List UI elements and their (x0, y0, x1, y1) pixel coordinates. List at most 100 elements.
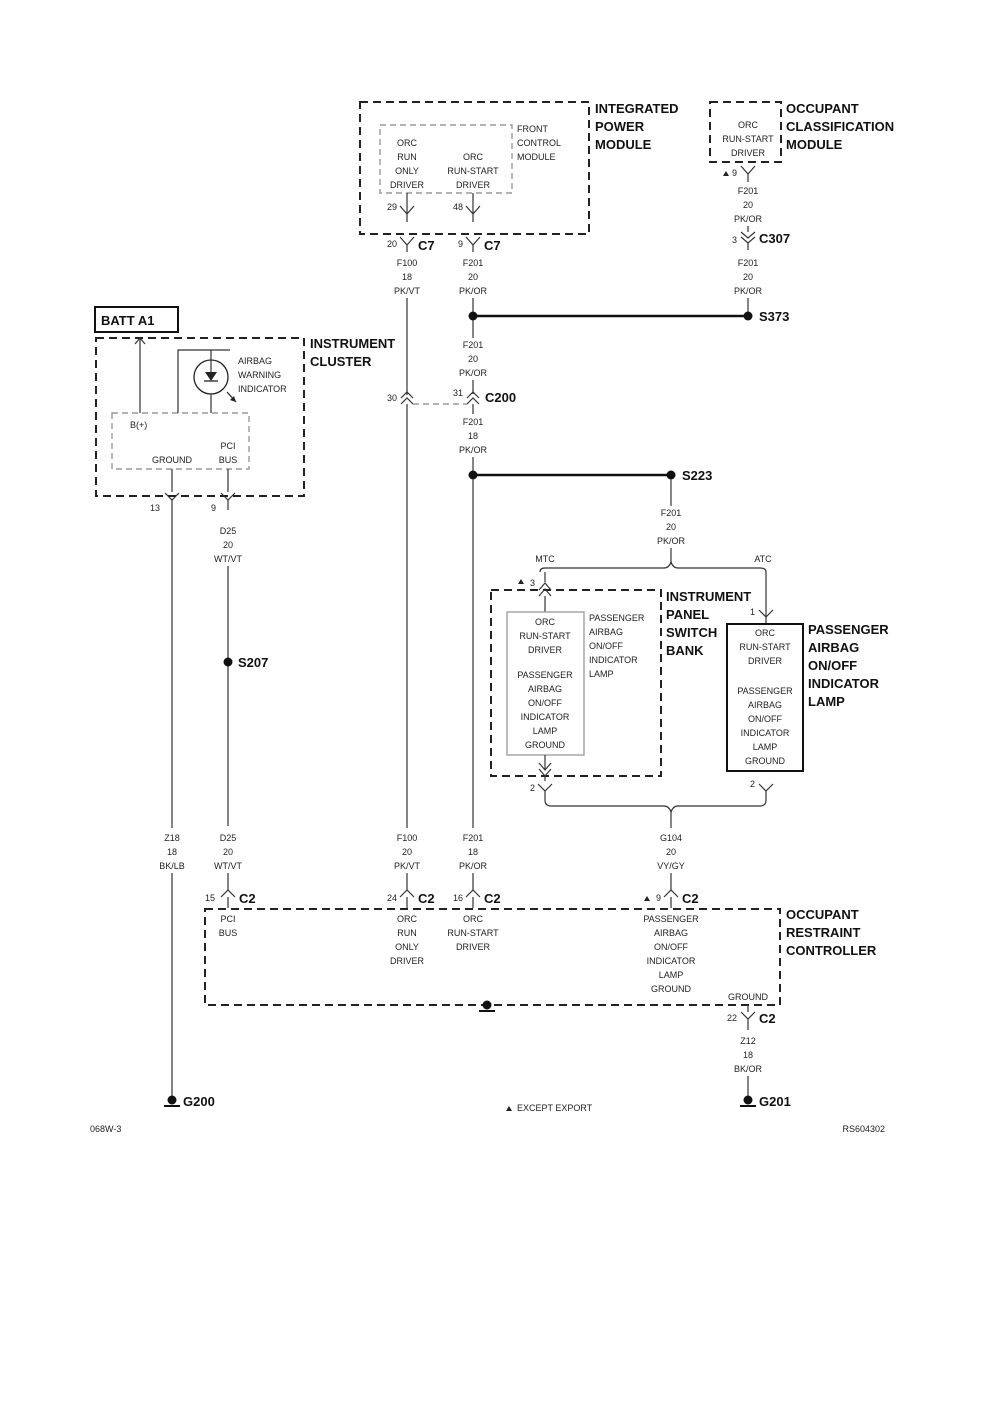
ground-g201-icon (740, 1095, 756, 1107)
pin-ic-13: 13 (150, 503, 160, 513)
c200-connectors: 30 31 C200 (387, 388, 516, 405)
atc-label: ATC (754, 554, 772, 564)
pl-inner-3: DRIVER (748, 656, 783, 666)
orc-lamp-5: LAMP (659, 970, 684, 980)
ocm-driver-2: RUN-START (722, 134, 774, 144)
f201-ocm1-gauge: 20 (743, 200, 753, 210)
ipm-run-only-3: ONLY (395, 166, 419, 176)
pl-inner-5: PASSENGER (737, 686, 793, 696)
f201-bot-code: F201 (463, 833, 484, 843)
g104-merge: G104 20 VY/GY (544, 799, 767, 890)
cluster-pci-1: PCI (220, 441, 235, 451)
f201-mid-code: F201 (463, 340, 484, 350)
d25-top-code: D25 (220, 526, 237, 536)
pin-c200-31: 31 (453, 388, 463, 398)
c2-label-4: C2 (682, 891, 699, 906)
f201-s223-color: PK/OR (657, 536, 686, 546)
orc-pci-2: BUS (219, 928, 238, 938)
pl-inner-1: ORC (755, 628, 776, 638)
sb-name-4: BANK (666, 643, 704, 658)
c200-label: C200 (485, 390, 516, 405)
except-export-marker-icon (723, 171, 729, 176)
except-export-marker-icon (518, 579, 524, 584)
occupant-classification-module: ORC RUN-START DRIVER OCCUPANT CLASSIFICA… (709, 101, 894, 316)
f201-s223-code: F201 (661, 508, 682, 518)
ocm-driver-1: ORC (738, 120, 759, 130)
pin-sb-3: 3 (530, 578, 535, 588)
pin-ocm-9: 9 (732, 168, 737, 178)
f201-c200-color: PK/OR (459, 445, 488, 455)
except-export-note: EXCEPT EXPORT (517, 1103, 593, 1113)
batt-a1: BATT A1 (94, 306, 179, 333)
z18-gauge: 18 (167, 847, 177, 857)
orc-run-start-3: DRIVER (456, 942, 491, 952)
ipm-name-2: POWER (595, 119, 645, 134)
d25-bot-color: WT/VT (214, 861, 242, 871)
orc-lamp-1: PASSENGER (643, 914, 699, 924)
case-ground-icon (479, 1000, 495, 1012)
sb-inner-6: AIRBAG (528, 684, 562, 694)
d25-bot-code: D25 (220, 833, 237, 843)
f201-ocm1-code: F201 (738, 186, 759, 196)
indicator-label-3: INDICATOR (238, 384, 287, 394)
lower-wire-labels: Z18 18 BK/LB D25 20 WT/VT F100 20 PK/VT … (159, 833, 487, 890)
f201-c200: F201 18 PK/OR (459, 404, 488, 475)
ipm-run-only-4: DRIVER (390, 180, 425, 190)
s223-label: S223 (682, 468, 712, 483)
integrated-power-module: INTEGRATED POWER MODULE FRONT CONTROL MO… (359, 101, 679, 235)
orc-run-start-2: RUN-START (447, 928, 499, 938)
sb-name-3: SWITCH (666, 625, 717, 640)
ocm-name-2: CLASSIFICATION (786, 119, 894, 134)
f100-bot-code: F100 (397, 833, 418, 843)
pin-c2-15: 15 (205, 893, 215, 903)
orc-ground: GROUND (728, 992, 768, 1002)
d25-top-gauge: 20 (223, 540, 233, 550)
pin-c7-20: 20 (387, 239, 397, 249)
diagram-code-right: RS604302 (842, 1124, 885, 1134)
c7-label-left: C7 (418, 238, 435, 253)
sb-right-1: PASSENGER (589, 613, 645, 623)
cluster-bplus: B(+) (130, 420, 147, 430)
c307-label: C307 (759, 231, 790, 246)
orc-lamp-6: GROUND (651, 984, 691, 994)
orc-lamp-2: AIRBAG (654, 928, 688, 938)
c2-connectors: 15 24 16 9 C2 C2 C2 C2 (205, 889, 699, 908)
z12-color: BK/OR (734, 1064, 763, 1074)
c2-label-5: C2 (759, 1011, 776, 1026)
sb-inner-1: ORC (535, 617, 556, 627)
z18-color: BK/LB (159, 861, 185, 871)
g201-label: G201 (759, 1094, 791, 1109)
f201-s223-gauge: 20 (666, 522, 676, 532)
f201-top-gauge: 20 (468, 272, 478, 282)
ipm-run-only-2: RUN (397, 152, 417, 162)
z18-code: Z18 (164, 833, 180, 843)
pl-inner-2: RUN-START (739, 642, 791, 652)
pin-c2-9: 9 (656, 893, 661, 903)
indicator-label-1: AIRBAG (238, 356, 272, 366)
c2-label-1: C2 (239, 891, 256, 906)
orc-run-only-3: ONLY (395, 942, 419, 952)
sb-inner-10: GROUND (525, 740, 565, 750)
f201-bot-gauge: 18 (468, 847, 478, 857)
f201-c200-code: F201 (463, 417, 484, 427)
pl-name-4: INDICATOR (808, 676, 880, 691)
orc-lamp-4: INDICATOR (647, 956, 696, 966)
c7-connectors: 20 9 C7 C7 (387, 236, 501, 253)
ocm-name-3: MODULE (786, 137, 843, 152)
g104-code: G104 (660, 833, 682, 843)
pl-inner-10: GROUND (745, 756, 785, 766)
occupant-restraint-controller: OCCUPANT RESTRAINT CONTROLLER PCI BUS OR… (204, 907, 877, 1030)
orc-name-1: OCCUPANT (786, 907, 859, 922)
f201-c200-gauge: 18 (468, 431, 478, 441)
instrument-panel-switch-bank: 3 ORC RUN-START DRIVER PASSENGER AIRBAG … (490, 578, 751, 800)
cluster-name-2: CLUSTER (310, 354, 372, 369)
sb-inner-5: PASSENGER (517, 670, 573, 680)
f201-ocm2-color: PK/OR (734, 286, 763, 296)
pin-c2-22: 22 (727, 1013, 737, 1023)
sb-right-4: INDICATOR (589, 655, 638, 665)
instrument-cluster: INSTRUMENT CLUSTER B(+) GROUND PCI BUS A… (95, 336, 395, 513)
pl-inner-6: AIRBAG (748, 700, 782, 710)
sb-inner-9: LAMP (533, 726, 558, 736)
pin-pl-1: 1 (750, 607, 755, 617)
except-export-marker-icon (644, 896, 650, 901)
